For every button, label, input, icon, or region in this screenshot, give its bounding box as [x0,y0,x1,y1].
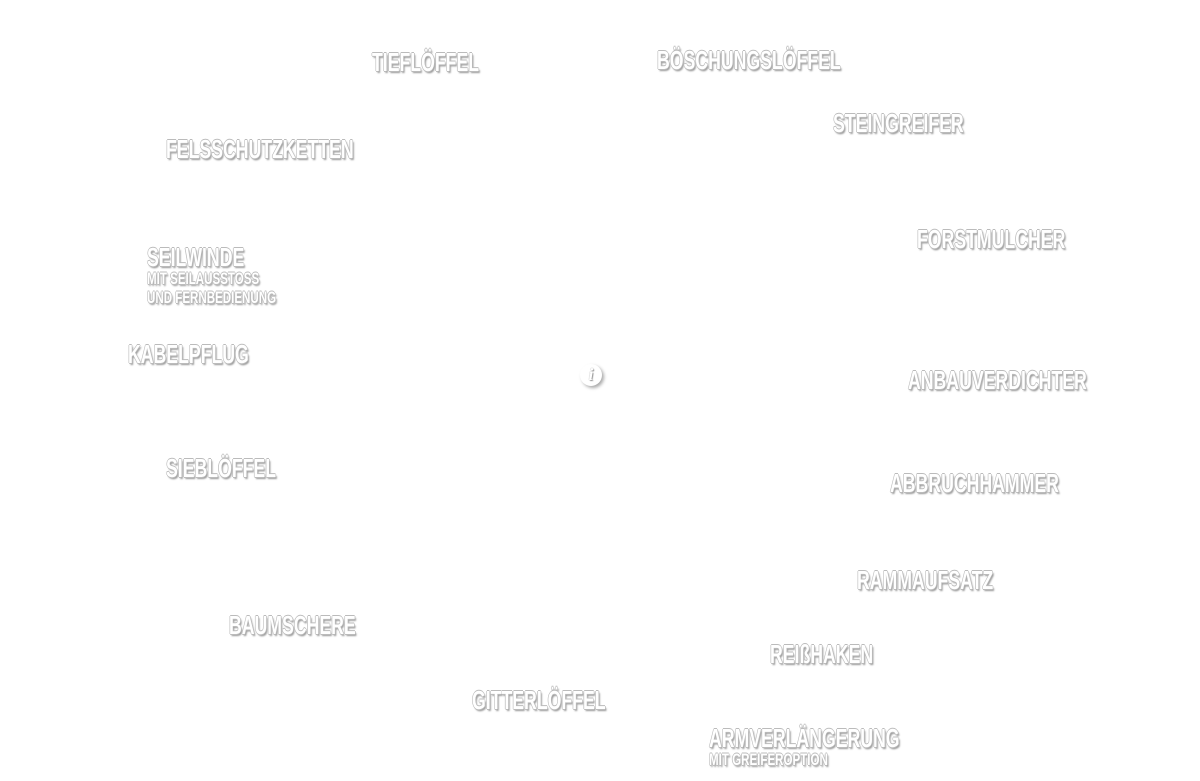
item-sublabel: MIT GREIFEROPTION [709,750,828,769]
item-felsschutzketten[interactable]: FELSSCHUTZKETTEN [166,134,354,164]
item-label: ARMVERLÄNGERUNG [709,723,900,753]
item-armverlaengerung[interactable]: ARMVERLÄNGERUNG MIT GREIFEROPTION [709,723,900,769]
item-gitterloeffel[interactable]: GITTERLÖFFEL [472,685,606,715]
item-label: SEILWINDE [147,242,245,272]
item-siebloeffel[interactable]: SIEBLÖFFEL [166,453,277,483]
item-sublabel: MIT SEILAUSSTOSS [147,269,260,288]
item-boeschungsloeffel[interactable]: BÖSCHUNGSLÖFFEL [657,45,841,75]
item-sublabel: UND FERNBEDIENUNG [147,288,277,307]
item-rammaufsatz[interactable]: RAMMAUFSATZ [857,565,994,595]
item-forstmulcher[interactable]: FORSTMULCHER [917,224,1066,254]
item-anbauverdichter[interactable]: ANBAUVERDICHTER [908,365,1087,395]
item-seilwinde[interactable]: SEILWINDE MIT SEILAUSSTOSS UND FERNBEDIE… [147,242,277,307]
item-baumschere[interactable]: BAUMSCHERE [229,610,356,640]
item-kabelpflug[interactable]: KABELPFLUG [128,339,249,369]
item-steingreifer[interactable]: STEINGREIFER [833,108,964,138]
info-icon[interactable]: i [580,364,602,386]
item-reisshaken[interactable]: REIßHAKEN [770,639,874,669]
item-tiefloeffel[interactable]: TIEFLÖFFEL [372,47,480,77]
item-abbruchhammer[interactable]: ABBRUCHHAMMER [890,468,1059,498]
